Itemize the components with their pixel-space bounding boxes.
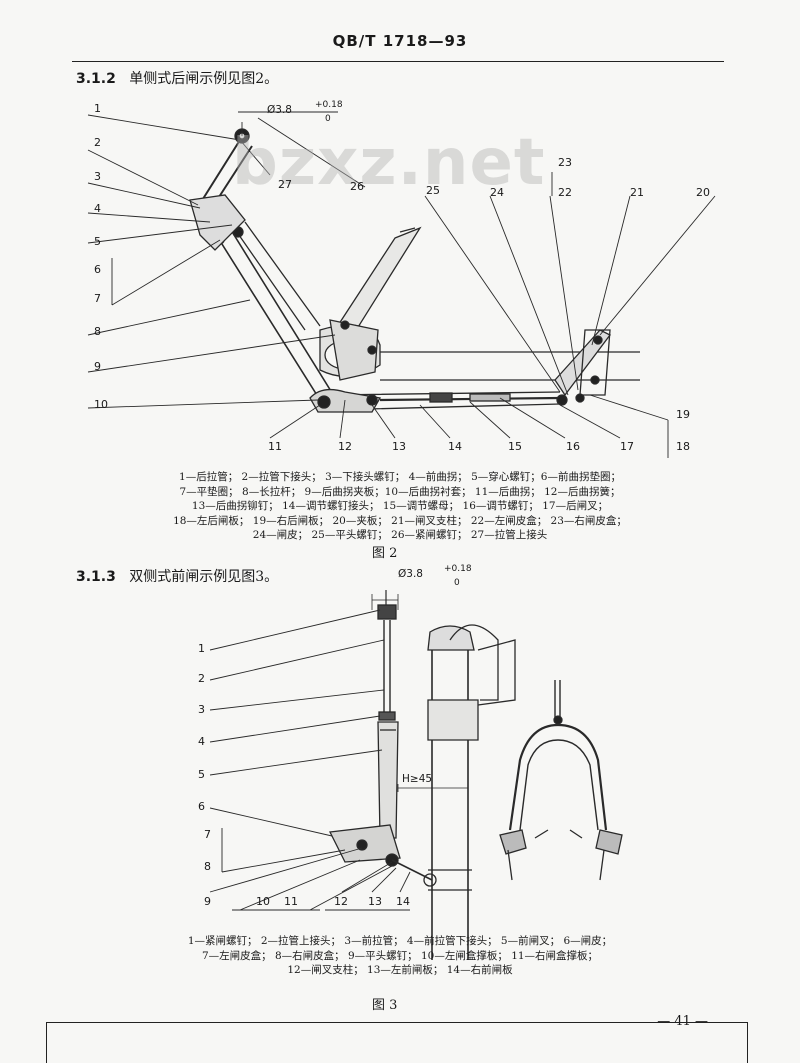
fig3-callout-3: 3 bbox=[198, 703, 205, 716]
fig2-callout-23: 23 bbox=[558, 156, 572, 169]
fig2-callout-11: 11 bbox=[268, 440, 282, 453]
fig2-callout-3: 3 bbox=[94, 170, 101, 183]
fig3-dim-tolerance-lower: 0 bbox=[454, 578, 460, 588]
fig2-legend-line: 1—后拉管； 2—拉管下接头； 3—下接头螺钉； 4—前曲拐； 5—穿心螺钉；6… bbox=[179, 471, 621, 483]
fig3-callout-14: 14 bbox=[396, 895, 410, 908]
fig2-legend: 1—后拉管； 2—拉管下接头； 3—下接头螺钉； 4—前曲拐； 5—穿心螺钉；6… bbox=[0, 470, 800, 543]
fig2-callout-26: 26 bbox=[350, 180, 364, 193]
fig2-callout-4: 4 bbox=[94, 202, 101, 215]
standard-code: QB/T 1718—93 bbox=[332, 32, 468, 50]
fig2-callout-14: 14 bbox=[448, 440, 462, 453]
fig3-callout-8: 8 bbox=[204, 860, 211, 873]
fig2-callout-17: 17 bbox=[620, 440, 634, 453]
fig3-callout-6: 6 bbox=[198, 800, 205, 813]
fig2-callout-19: 19 bbox=[676, 408, 690, 421]
fig3-callout-1: 1 bbox=[198, 642, 205, 655]
fig3-callout-13: 13 bbox=[368, 895, 382, 908]
fig2-callout-15: 15 bbox=[508, 440, 522, 453]
section-313-number: 3.1.3 bbox=[76, 569, 116, 585]
section-312-number: 3.1.2 bbox=[76, 71, 116, 87]
fig2-callout-6: 6 bbox=[94, 263, 101, 276]
fig2-dimension: Ø3.8 +0.18 0 bbox=[267, 100, 343, 124]
section-312-heading: 3.1.2 单侧式后闸示例见图2。 bbox=[76, 68, 278, 88]
fig3-caption: 图 3 bbox=[372, 998, 398, 1013]
fig2-callout-1: 1 bbox=[94, 102, 101, 115]
fig3-legend-line: 7—左闸皮盒； 8—右闸皮盒； 9—平头螺钉； 10—左闸盒撑板； 11—右闸盒… bbox=[201, 949, 599, 962]
fig3-callout-2: 2 bbox=[198, 672, 205, 685]
fig2-dim-tolerance-upper: +0.18 bbox=[315, 100, 343, 110]
section-313-title: 双侧式前闸示例见图3。 bbox=[129, 569, 279, 585]
fig3-dimension-h: H≥45 bbox=[402, 773, 433, 785]
fig3-dim-tolerance-upper: +0.18 bbox=[444, 564, 472, 574]
fig3-legend: 1—紧闸螺钉； 2—拉管上接头； 3—前拉管； 4—前拉管下接头； 5—前闸叉；… bbox=[0, 934, 800, 978]
fig3-dimension: Ø3.8 +0.18 0 bbox=[398, 564, 472, 588]
fig2-callout-16: 16 bbox=[566, 440, 580, 453]
fig2-legend-line: 7—平垫圈； 8—长拉杆； 9—后曲拐夹板；10—后曲拐衬套； 11—后曲拐； … bbox=[179, 485, 621, 498]
fig2-legend-line: 13—后曲拐铆钉； 14—调节螺钉接头； 15—调节螺母； 16—调节螺钉； 1… bbox=[191, 500, 609, 512]
fig3-callout-4: 4 bbox=[198, 735, 205, 748]
page-number: — 41 — bbox=[657, 1014, 708, 1029]
fig2-callout-25: 25 bbox=[426, 184, 440, 197]
fig2-callout-27: 27 bbox=[278, 178, 292, 191]
fig2-callout-13: 13 bbox=[392, 440, 406, 453]
fig2-callout-9: 9 bbox=[94, 360, 101, 373]
fig2-caption: 图 2 bbox=[372, 546, 398, 561]
fig2-callout-12: 12 bbox=[338, 440, 352, 453]
fig3-callout-7: 7 bbox=[204, 828, 211, 841]
fig2-callout-8: 8 bbox=[94, 325, 101, 338]
fig3-callout-10: 10 bbox=[256, 895, 270, 908]
fig2-callout-18: 18 bbox=[676, 440, 690, 453]
fig3-dim-value: Ø3.8 bbox=[398, 568, 423, 580]
fig2-callout-10: 10 bbox=[94, 398, 108, 411]
header-rule bbox=[72, 61, 724, 62]
fig3-callout-9: 9 bbox=[204, 895, 211, 908]
bottom-frame bbox=[46, 1022, 748, 1063]
fig2-callout-24: 24 bbox=[490, 186, 504, 199]
fig3-callout-12: 12 bbox=[334, 895, 348, 908]
watermark: bzxz.net bbox=[232, 126, 546, 200]
fig3-legend-line: 12—闸叉支柱； 13—左前闸板； 14—右前闸板 bbox=[287, 964, 513, 976]
fig2-callout-20: 20 bbox=[696, 186, 710, 199]
fig2-callout-22: 22 bbox=[558, 186, 572, 199]
fig2-callout-2: 2 bbox=[94, 136, 101, 149]
fig2-callout-5: 5 bbox=[94, 235, 101, 248]
fig2-legend-line: 24—闸皮； 25—平头螺钉； 26—紧闸螺钉； 27—拉管上接头 bbox=[252, 529, 548, 541]
fig2-dim-value: Ø3.8 bbox=[267, 104, 292, 116]
fig2-dim-tolerance-lower: 0 bbox=[325, 114, 331, 124]
fig2-callout-7: 7 bbox=[94, 292, 101, 305]
fig3-callout-5: 5 bbox=[198, 768, 205, 781]
section-312-title: 单侧式后闸示例见图2。 bbox=[129, 71, 279, 87]
fig3-callout-11: 11 bbox=[284, 895, 298, 908]
section-313-heading: 3.1.3 双侧式前闸示例见图3。 bbox=[76, 566, 278, 586]
fig2-callout-21: 21 bbox=[630, 186, 644, 199]
fig2-legend-line: 18—左后闸板； 19—右后闸板； 20—夹板； 21—闸叉支柱； 22—左闸皮… bbox=[173, 514, 627, 527]
fig3-legend-line: 1—紧闸螺钉； 2—拉管上接头； 3—前拉管； 4—前拉管下接头； 5—前闸叉；… bbox=[187, 935, 613, 947]
